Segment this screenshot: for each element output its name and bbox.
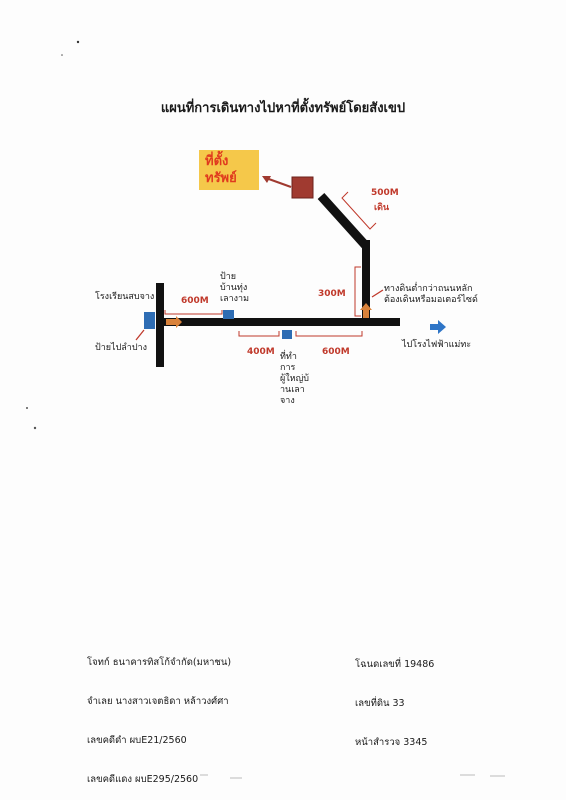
distance-vertical: 300M — [318, 289, 346, 299]
case-info-block: โจทก์ ธนาคารทิสโก้จำกัด(มหาชน) จำเลย นาง… — [87, 630, 231, 799]
village-sign-label: ป้าย บ้านทุ่ง เลางาม — [220, 272, 249, 305]
deed-info-block: โฉนดเลขที่ 19486 เลขที่ดิน 33 หน้าสำรวจ … — [355, 632, 434, 762]
black-case-text: เลขคดีดำ ผบE21/2560 — [87, 735, 187, 746]
scan-speck — [26, 407, 28, 409]
school-marker — [144, 312, 155, 329]
distance-middle: 400M — [247, 347, 275, 357]
office-line: จาง — [280, 396, 295, 406]
scan-speck — [76, 40, 80, 44]
office-line: ที่ทำ — [280, 352, 297, 362]
scan-speck — [33, 426, 37, 430]
direction-arrow — [430, 320, 446, 334]
village-sign-line: เลางาม — [220, 294, 250, 304]
office-line: การ — [280, 363, 296, 373]
dirt-road-note: ทางดินต่ำกว่าถนนหลัก ต้องเดินหรือมอเตอร์… — [384, 284, 478, 306]
bracket-600m-right — [295, 331, 363, 337]
orange-arrow-up — [360, 303, 372, 318]
defendant-text: จำเลย นางสาวเจตธิดา หล้าวงศ์ศา — [87, 696, 229, 707]
village-sign-marker — [223, 310, 234, 319]
property-pointer-arrow — [265, 177, 292, 188]
dirt-road-line: ทางดินต่ำกว่าถนนหลัก — [384, 284, 473, 294]
office-line: ผู้ใหญ่บ้ — [280, 374, 309, 384]
diagonal-road — [317, 192, 370, 250]
lampang-pointer — [135, 329, 145, 341]
lampang-sign-label: ป้ายไปลำปาง — [95, 343, 148, 353]
map-title: แผนที่การเดินทางไปหาที่ตั้งทรัพย์โดยสังเ… — [160, 101, 406, 116]
property-label-line1: ที่ตั้ง — [205, 154, 229, 169]
property-label-box: ที่ตั้ง ทรัพย์ — [199, 150, 259, 190]
land-number-text: เลขที่ดิน 33 — [355, 698, 405, 709]
office-line: านเลา — [280, 385, 305, 395]
deed-number-text: โฉนดเลขที่ 19486 — [355, 659, 435, 670]
orange-arrow-right — [166, 316, 182, 328]
dirt-road-pointer — [371, 289, 384, 298]
property-pointer-head — [262, 176, 271, 183]
school-label: โรงเรียนสบจาง — [95, 292, 155, 302]
distance-walk: 500M — [371, 188, 399, 198]
scan-speck — [61, 54, 63, 56]
bracket-400m — [238, 331, 280, 337]
bracket-500m — [341, 191, 377, 230]
property-marker — [291, 176, 314, 199]
main-road — [161, 318, 400, 326]
red-case-text: เลขคดีแดง ผบE295/2560 — [87, 774, 199, 785]
distance-left: 600M — [181, 296, 209, 306]
distance-walk-note: เดิน — [374, 203, 390, 213]
village-sign-line: บ้านทุ่ง — [220, 283, 248, 293]
bracket-300m — [354, 266, 361, 317]
distance-right: 600M — [322, 347, 350, 357]
power-plant-label: ไปโรงไฟฟ้าแม่ทะ — [402, 340, 472, 350]
dirt-road-line: ต้องเดินหรือมอเตอร์ไซด์ — [384, 295, 478, 305]
office-label: ที่ทำ การ ผู้ใหญ่บ้ านเลา จาง — [280, 352, 309, 407]
right-vertical-road — [362, 240, 370, 322]
plaintiff-text: โจทก์ ธนาคารทิสโก้จำกัด(มหาชน) — [87, 657, 232, 668]
left-cross-road — [156, 283, 164, 367]
office-marker — [282, 330, 292, 339]
survey-page-text: หน้าสำรวจ 3345 — [355, 737, 428, 748]
property-label-line2: ทรัพย์ — [205, 171, 237, 186]
village-sign-line: ป้าย — [220, 272, 237, 282]
bracket-600m-left — [164, 310, 223, 315]
